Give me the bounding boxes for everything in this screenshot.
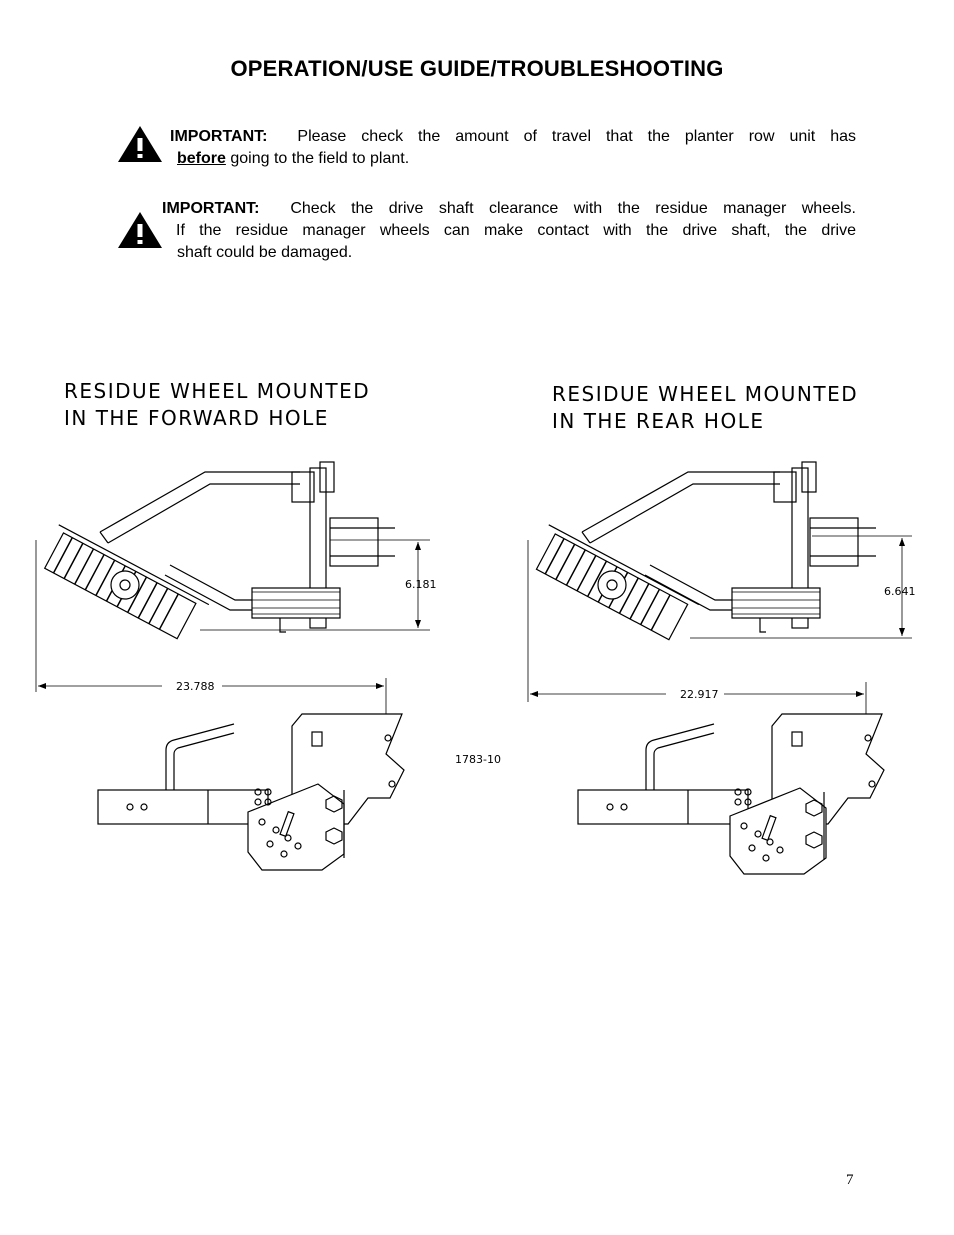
notice-label: IMPORTANT: [170,128,268,145]
page-title: OPERATION/USE GUIDE/TROUBLESHOOTING [230,56,724,81]
page-number: 7 [846,1172,854,1188]
caption-line: RESIDUE WHEEL MOUNTED [552,382,858,406]
residue-wheel-mounting-diagram: RESIDUE WHEEL MOUNTED IN THE FORWARD HOL… [35,379,916,875]
important-notice-travel: IMPORTANT: Please check the amount of tr… [170,126,856,170]
warning-triangle-icon [118,126,162,162]
dimension-label: 6.641 [884,585,916,598]
forward-hole-view: RESIDUE WHEEL MOUNTED IN THE FORWARD HOL… [35,379,437,871]
caption-line: RESIDUE WHEEL MOUNTED [64,379,370,403]
drawing-number: 1783-10 [455,753,501,766]
notice-emphasis: before [177,150,226,167]
dimension-label: 22.917 [680,688,719,701]
notice-text: shaft could be damaged. [177,244,353,261]
notice-text: going to the field to plant. [230,150,410,167]
notice-text: Please check the amount of travel that t… [297,128,857,145]
rear-hole-view: RESIDUE WHEEL MOUNTED IN THE REAR HOLE 6… [527,382,916,875]
notice-text: If the residue manager wheels can make c… [176,222,856,239]
dimension-label: 6.181 [405,578,437,591]
caption-line: IN THE REAR HOLE [552,409,765,433]
warning-triangle-icon [118,212,162,248]
notice-text: Check the drive shaft clearance with the… [290,200,856,217]
notice-label: IMPORTANT: [162,200,260,217]
important-notice-drive-shaft: IMPORTANT: Check the drive shaft clearan… [162,198,856,264]
caption-line: IN THE FORWARD HOLE [64,406,329,430]
dimension-label: 23.788 [176,680,215,693]
